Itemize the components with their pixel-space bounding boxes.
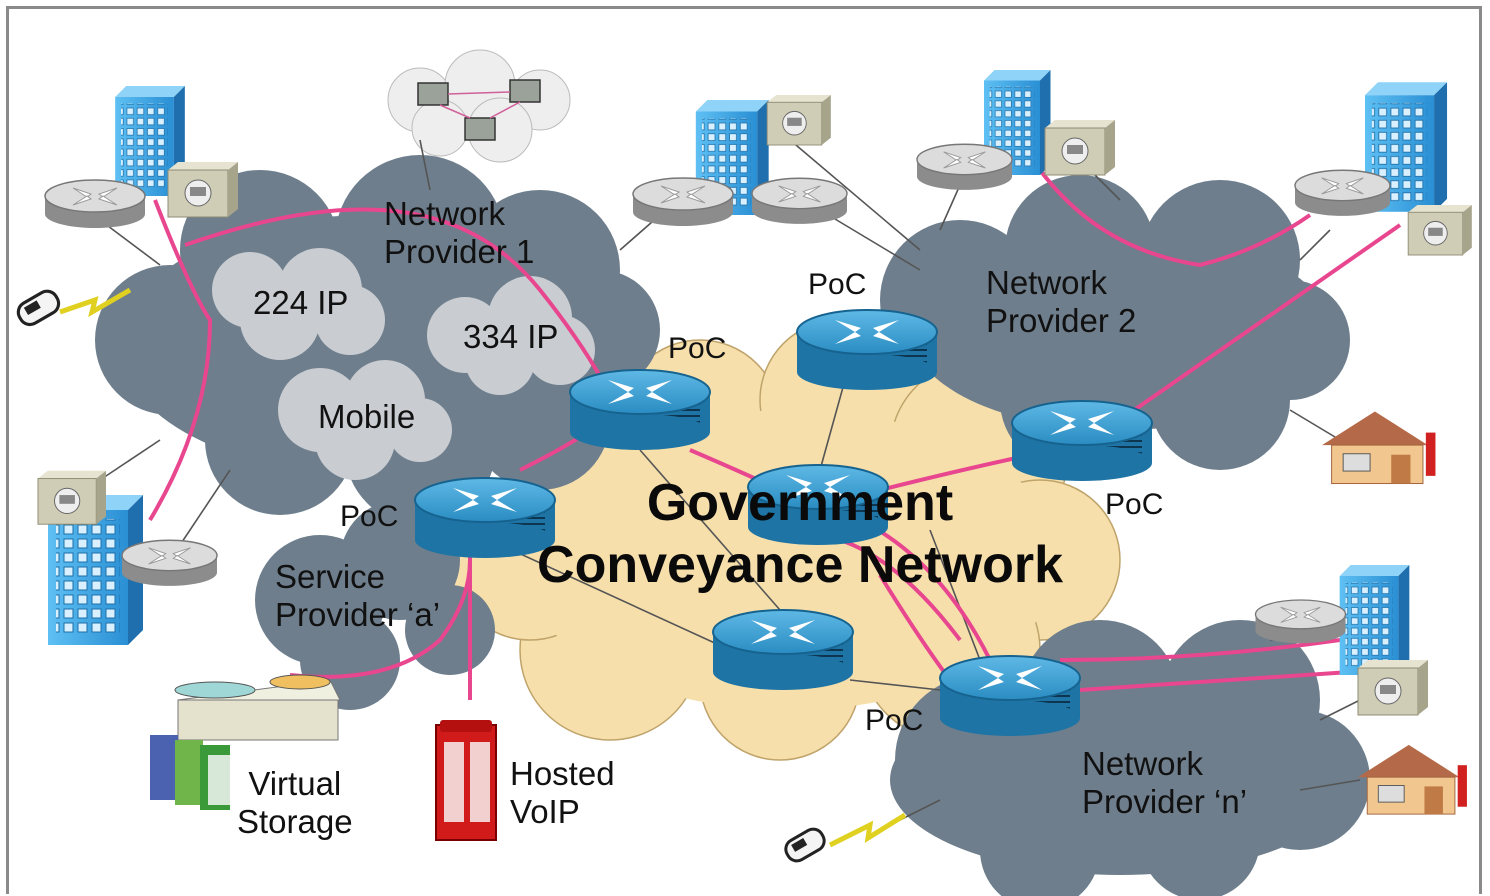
hosted-voip-label: Hosted VoIP — [510, 755, 615, 830]
small-cloud-224ip — [212, 248, 385, 360]
house-icon-bottom-right — [1357, 744, 1468, 815]
ip-phone-icon-top-right — [1044, 119, 1116, 176]
mobile-phone-icon-bottom — [780, 823, 830, 867]
poc-router-icon-np2-right — [1010, 399, 1154, 483]
wireless-signal-icon-left — [59, 287, 132, 318]
cloud-network-provider-2 — [880, 175, 1350, 470]
ip-phone-icon-top-left — [167, 161, 239, 218]
house-icon-right — [1321, 410, 1436, 485]
network-provider-1-label: Network Provider 1 — [384, 195, 535, 270]
poc-label-np2-right: PoC — [1105, 488, 1164, 521]
virtual-storage-label: Virtual Storage — [237, 765, 353, 840]
network-provider-n-label: Network Provider ‘n’ — [1082, 745, 1248, 820]
poc-router-icon-np1 — [569, 369, 711, 451]
subnet-224ip-label: 224 IP — [253, 284, 349, 321]
small-cloud-top — [387, 49, 571, 163]
ip-phone-icon-bottom-right — [1357, 659, 1429, 716]
edge-router-icon-bottom-right — [1254, 599, 1347, 644]
small-cloud-334ip — [427, 276, 595, 395]
ip-phone-icon-top-center — [766, 94, 832, 146]
poc-router-icon-np2-top — [796, 309, 938, 391]
subnet-mobile-label: Mobile — [318, 398, 416, 435]
mobile-phone-icon-left — [12, 285, 65, 331]
edge-router-icon-top-right — [916, 143, 1013, 191]
edge-router-icon-top-center-1 — [632, 177, 734, 227]
ip-phone-icon-bottom-left — [37, 470, 107, 525]
computer-icon-group — [417, 79, 541, 141]
edge-router-icon-bottom-left — [121, 539, 218, 587]
storage-device-icon — [150, 674, 341, 810]
government-conveyance-network-title: Government Conveyance Network — [537, 474, 1063, 595]
subnet-334ip-label: 334 IP — [463, 318, 559, 355]
service-provider-a-label: Service Provider ‘a’ — [275, 558, 441, 633]
edge-router-icon-top-left — [44, 179, 146, 229]
poc-label-npn: PoC — [865, 704, 924, 737]
ip-phone-icon-far-right — [1407, 204, 1473, 256]
wireless-signal-icon-bottom — [828, 812, 907, 848]
small-cloud-mobile — [278, 360, 452, 480]
poc-label-np1: PoC — [668, 332, 727, 365]
poc-label-spa: PoC — [340, 500, 399, 533]
poc-label-np2-top: PoC — [808, 268, 867, 301]
phone-booth-icon — [435, 720, 497, 841]
building-icon-bottom-right — [1339, 565, 1410, 675]
poc-router-icon-npn — [938, 654, 1082, 738]
edge-router-icon-far-right — [1294, 169, 1391, 217]
edge-router-icon-top-center-2 — [751, 177, 848, 225]
core-router-icon-bottom — [712, 609, 854, 691]
network-provider-2-label: Network Provider 2 — [986, 264, 1137, 339]
